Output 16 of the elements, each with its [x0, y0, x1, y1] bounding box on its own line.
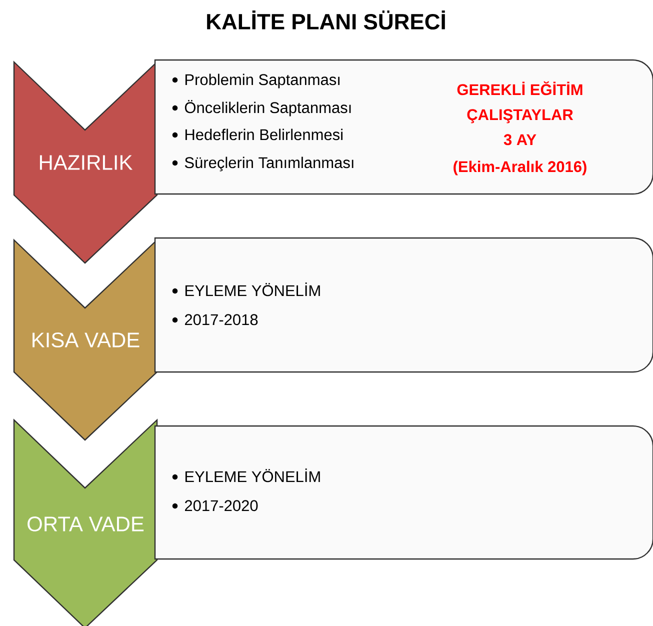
note-text: (Ekim-Aralık 2016) [454, 160, 586, 176]
note-text: ÇALIŞTAYLAR [467, 109, 574, 124]
bullet-item: Problemin Saptanması [172, 74, 340, 88]
stage-box: ORTA VADE [13, 418, 158, 626]
bullet-item: EYLEME YÖNELİM [172, 282, 320, 296]
stage-box: KISA VADE [13, 238, 158, 441]
bullet-item: Hedeflerin Belirlenmesi [172, 128, 342, 140]
bullet-item: EYLEME YÖNELİM [172, 468, 320, 482]
title: KALİTE PLANI SÜRECİ [207, 10, 445, 30]
note-text: 3 AY [504, 134, 536, 146]
note-text: GEREKLİ EĞİTİM [457, 81, 582, 96]
bullet-item: Önceliklerin Saptanması [172, 100, 351, 116]
bullet-item: Süreçlerin Tanımlanması [172, 156, 354, 172]
stage-box: HAZIRLIK [13, 60, 158, 264]
bullet-item: 2017-2020 [172, 500, 258, 512]
bullet-item: 2017-2018 [172, 314, 258, 326]
